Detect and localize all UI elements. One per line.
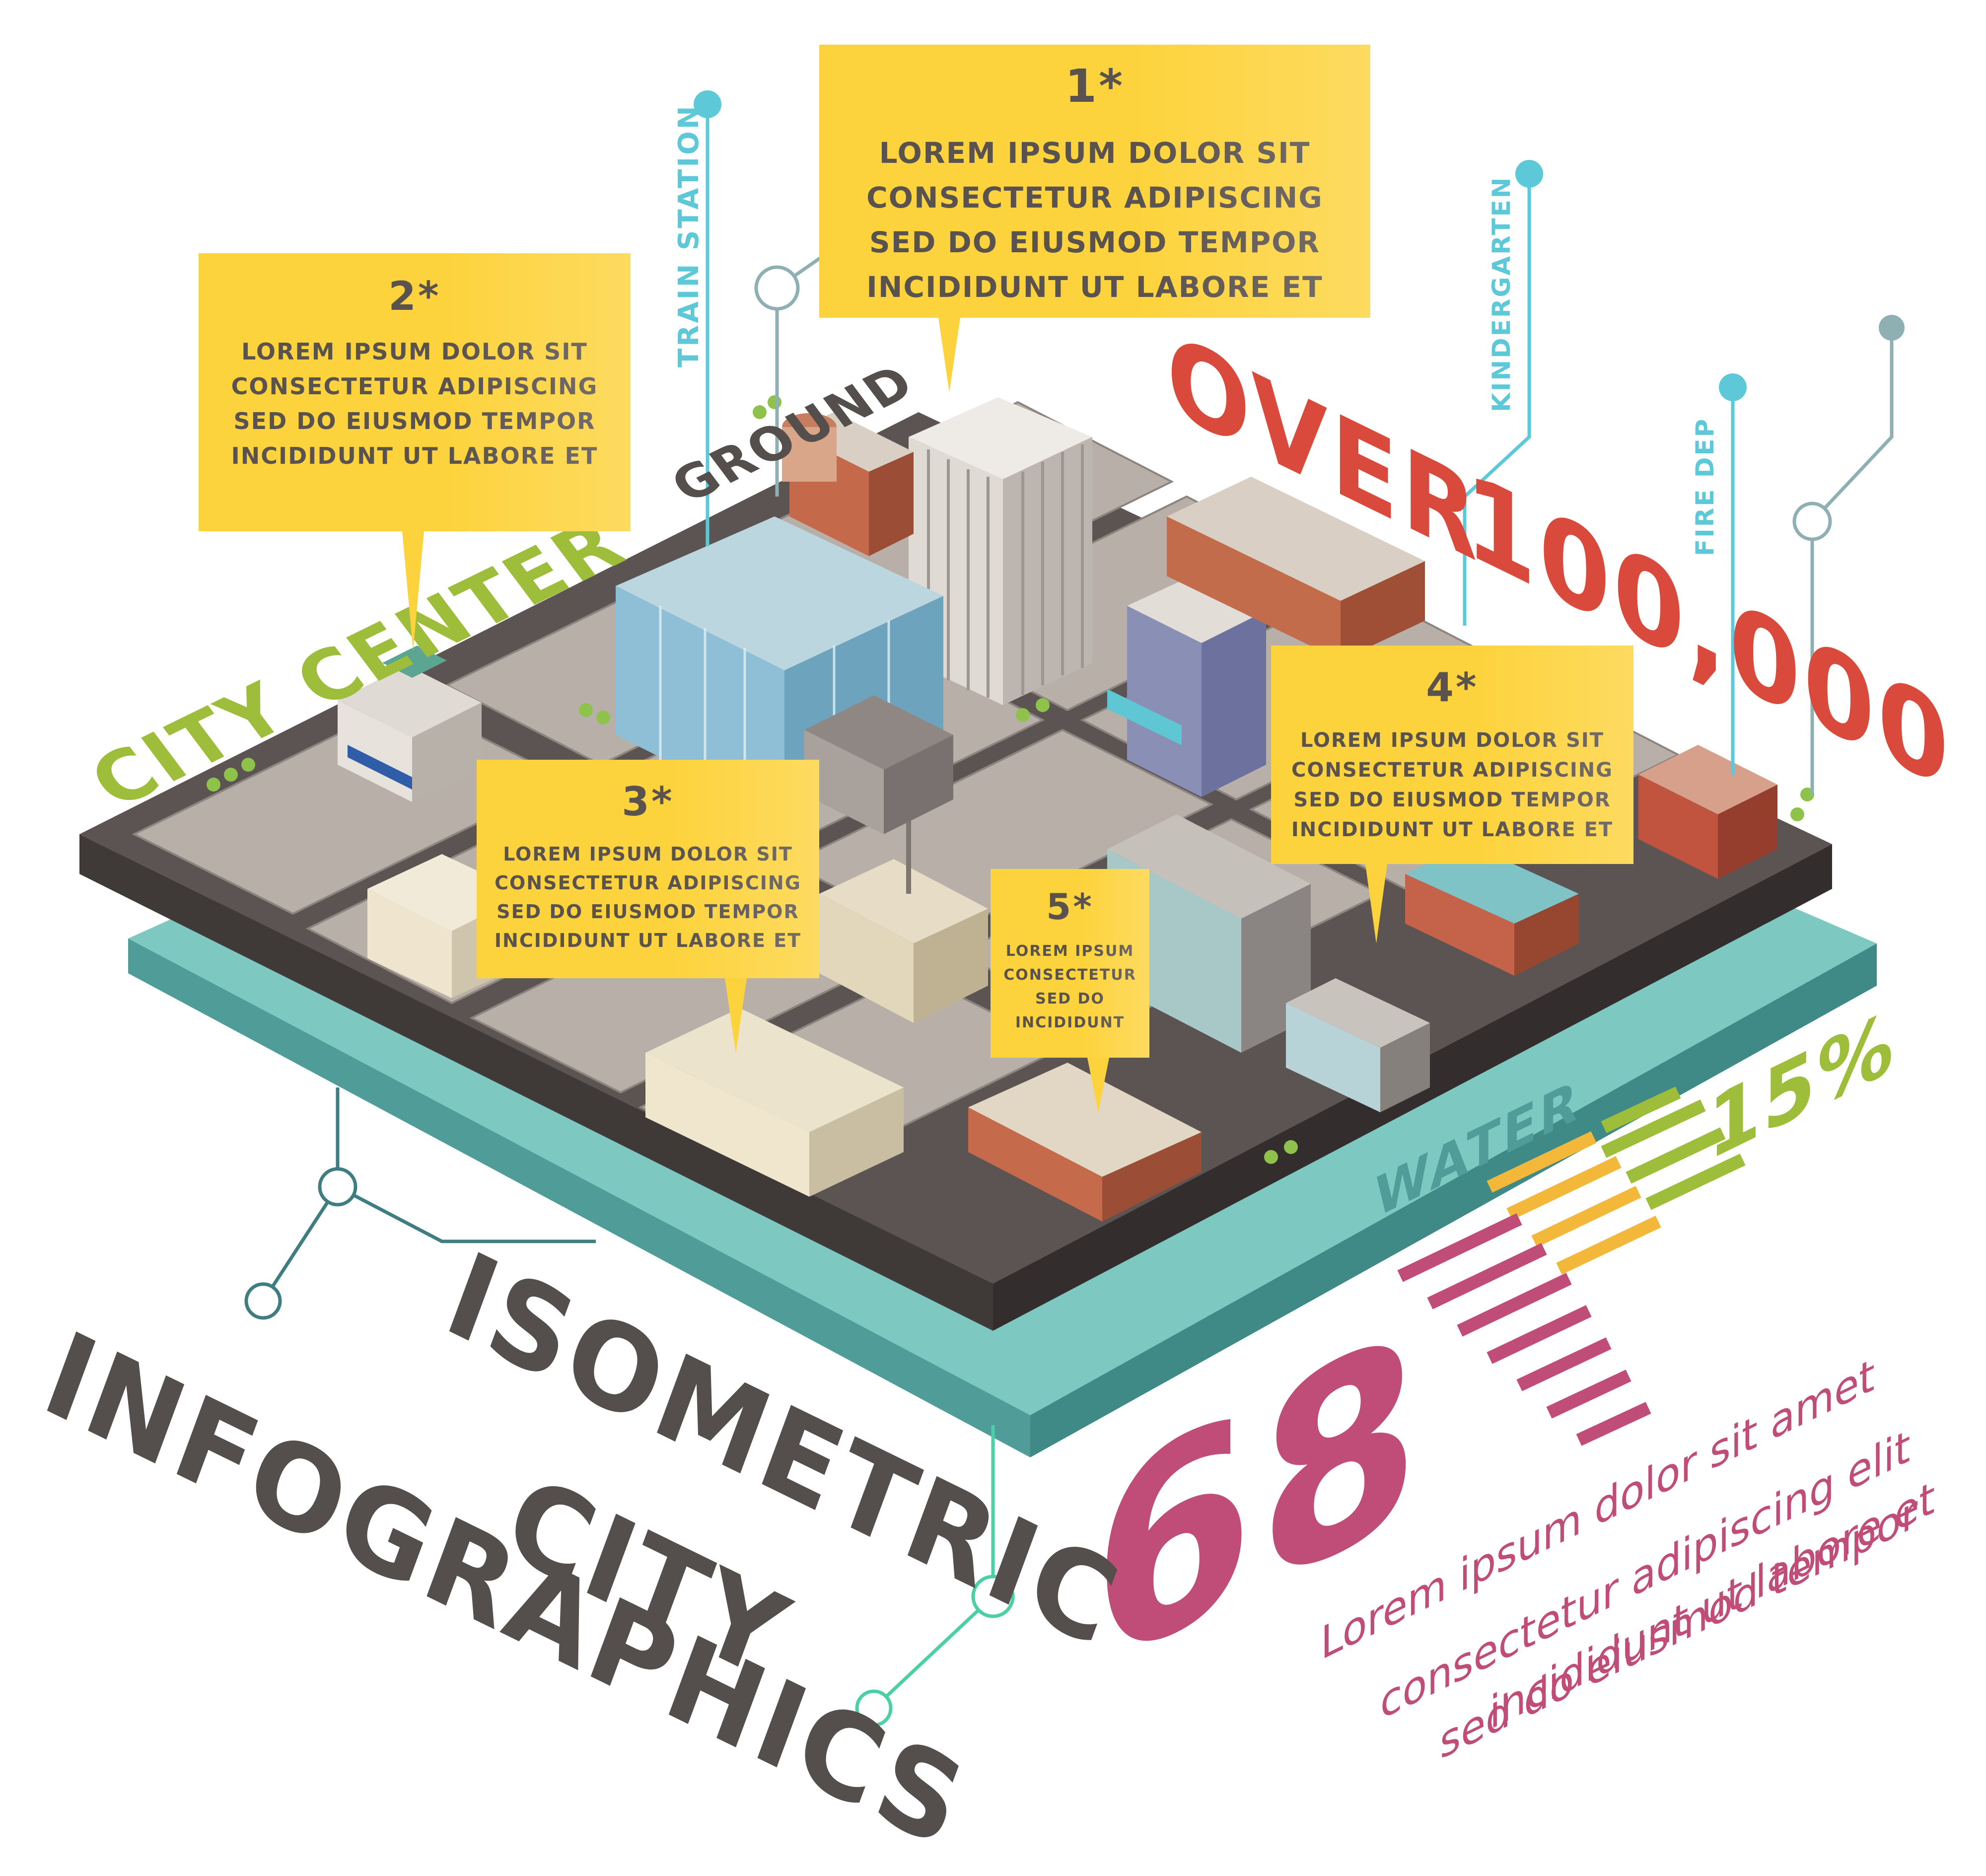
callout-1-line: INCIDIDUNT UT LABORE ET [866, 270, 1323, 304]
callout-1-line: CONSECTETUR ADIPISCING [866, 181, 1323, 215]
callout-5-number: 5* [1046, 886, 1094, 928]
callout-4: 4* LOREM IPSUM DOLOR SIT CONSECTETUR ADI… [1271, 646, 1633, 943]
callout-4-line: LOREM IPSUM DOLOR SIT [1300, 729, 1605, 752]
callout-5-line: LOREM IPSUM [1005, 942, 1135, 960]
fire-department [1638, 745, 1777, 879]
terminal-building [1405, 844, 1579, 976]
callout-3-line: CONSECTETUR ADIPISCING [495, 872, 801, 894]
telecom-building [819, 794, 988, 1023]
kindergarten [1167, 477, 1425, 660]
callout-1-line: SED DO EIUSMOD TEMPOR [869, 225, 1321, 259]
callout-4-line: CONSECTETUR ADIPISCING [1291, 759, 1614, 782]
radio-station [968, 1063, 1202, 1222]
callout-2-line: CONSECTETUR ADIPISCING [231, 373, 598, 400]
callout-3-line: LOREM IPSUM DOLOR SIT [503, 843, 793, 865]
callout-1-line: LOREM IPSUM DOLOR SIT [879, 136, 1311, 170]
callout-4-number: 4* [1426, 664, 1479, 711]
callout-3-number: 3* [622, 779, 674, 825]
fire-dep-label: FIRE DEP [1691, 417, 1719, 556]
callout-2: 2* LOREM IPSUM DOLOR SIT CONSECTETUR ADI… [199, 253, 631, 650]
callout-5-line: SED DO [1035, 990, 1105, 1008]
callout-2-number: 2* [388, 273, 441, 319]
train-station-label: TRAIN STATION [673, 104, 705, 367]
callout-5-line: INCIDIDUNT [1015, 1014, 1125, 1031]
stat-bars [1397, 1086, 1746, 1446]
library-building [782, 412, 914, 556]
police-station [338, 646, 482, 802]
buildings [207, 395, 1814, 1222]
callout-5: 5* LOREM IPSUM CONSECTETUR SED DO INCIDI… [991, 869, 1149, 1112]
shopping-building [804, 695, 953, 834]
callout-4-line: SED DO EIUSMOD TEMPOR [1293, 789, 1611, 811]
callout-4-line: INCIDIDUNT UT LABORE ET [1291, 818, 1614, 841]
callout-1-number: 1* [1064, 60, 1125, 113]
callout-3: 3* LOREM IPSUM DOLOR SIT CONSECTETUR ADI… [477, 760, 819, 1053]
callout-3-line: INCIDIDUNT UT LABORE ET [494, 930, 802, 951]
callout-2-line: SED DO EIUSMOD TEMPOR [233, 408, 596, 434]
hospital [1107, 576, 1266, 797]
callout-2-line: LOREM IPSUM DOLOR SIT [241, 338, 588, 365]
callout-5-line: CONSECTETUR [1003, 966, 1136, 984]
callout-3-line: SED DO EIUSMOD TEMPOR [496, 901, 799, 923]
city-hall [645, 1008, 904, 1197]
callout-2-line: INCIDIDUNT UT LABORE ET [231, 442, 598, 469]
callout-1: 1* LOREM IPSUM DOLOR SIT CONSECTETUR ADI… [819, 45, 1370, 392]
connector-lines [244, 90, 1905, 1727]
small-glass-building [1286, 978, 1430, 1112]
kindergarten-label: KINDERGARTEN [1487, 176, 1516, 412]
